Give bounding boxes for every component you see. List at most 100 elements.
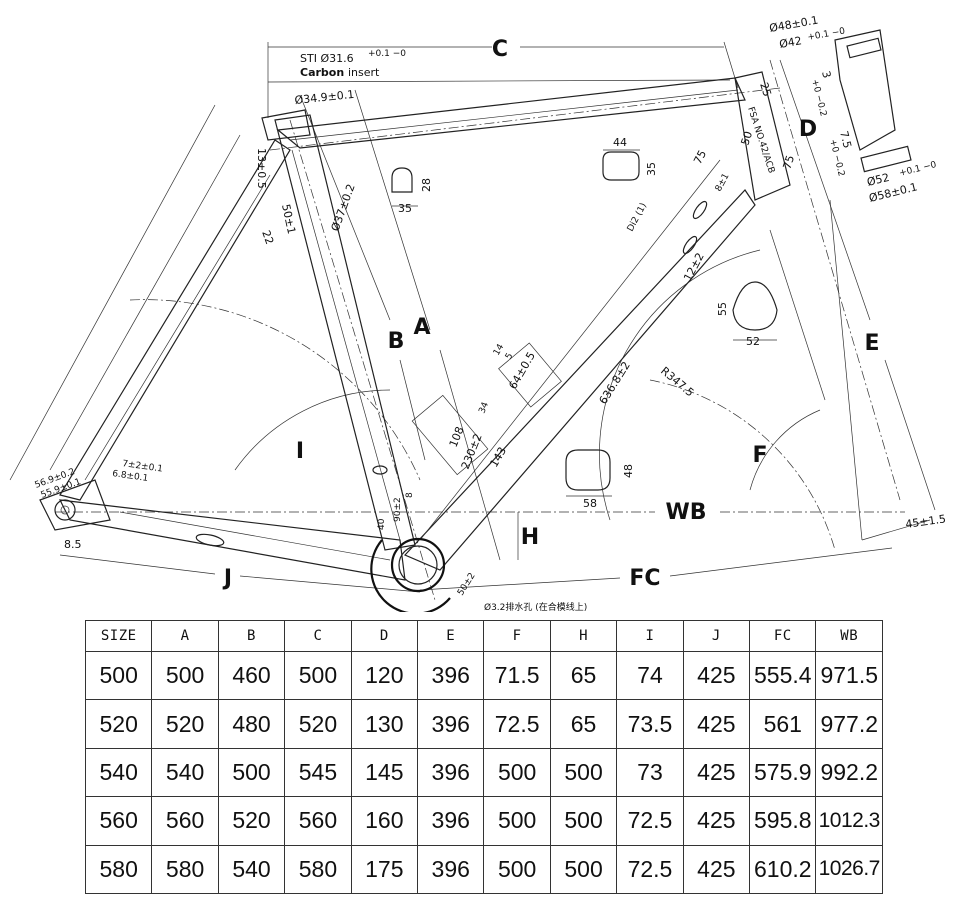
- seat-clamp-diameter: Ø34.9±0.1: [294, 88, 355, 107]
- table-cell-size: 500: [84, 650, 153, 701]
- table-cell-size: 580: [84, 844, 153, 895]
- table-cell-wb: 1012.3: [815, 796, 883, 846]
- table-cell-fc: 595.8: [749, 796, 817, 846]
- cable-port-dim2: 8±1: [714, 172, 732, 193]
- label-F: F: [752, 443, 767, 468]
- bb-50: 50±2: [456, 571, 478, 597]
- chain-section-height: 48: [622, 464, 635, 478]
- sti-tolerance: +0.1 −0: [368, 49, 406, 59]
- table-cell-d: 120: [350, 650, 419, 701]
- table-cell-f: 500: [483, 747, 551, 798]
- table-cell-wb: 1026.7: [815, 844, 883, 895]
- head-75b: 75: [780, 154, 797, 171]
- table-cell-b: 500: [217, 747, 286, 798]
- table-cell-i: 72.5: [616, 844, 684, 895]
- head-bottom-inner-tol: +0.1 −0: [898, 160, 938, 179]
- table-cell-size: 540: [84, 747, 153, 798]
- table-cell-b: 540: [217, 844, 286, 895]
- table-cell-h: 500: [549, 796, 618, 846]
- tt-section-width: 35: [398, 202, 412, 215]
- table-cell-wb: 992.2: [815, 747, 883, 798]
- table-cell-a: 520: [151, 699, 219, 749]
- table-cell-h: 65: [549, 699, 618, 749]
- table-cell-j: 425: [682, 844, 751, 895]
- table-cell-e: 396: [417, 747, 485, 798]
- table-cell-c: 560: [284, 796, 352, 846]
- tt-section-height: 28: [420, 178, 433, 192]
- label-D: D: [799, 117, 817, 142]
- angle-arcs: [129, 249, 836, 551]
- table-cell-i: 73.5: [616, 699, 684, 749]
- table-cell-d: 175: [350, 844, 419, 895]
- table-cell-c: 500: [284, 650, 352, 701]
- seat-tube-length: 50±1: [279, 203, 298, 235]
- dropout-68: 6.8±0.1: [112, 469, 149, 484]
- table-cell-e: 396: [417, 650, 485, 701]
- table-cell-wb: 977.2: [815, 699, 883, 749]
- dt-section-height: 35: [645, 162, 658, 176]
- bb-drain-note: Ø3.2排水孔 (在合模线上): [484, 601, 587, 612]
- col-header-b: B: [217, 620, 286, 652]
- st-port-108: 108: [447, 425, 467, 449]
- table-cell-b: 480: [217, 699, 286, 749]
- st-port-143: 143: [487, 445, 509, 470]
- table-cell-b: 460: [217, 650, 286, 701]
- di2-label: Di2 (1): [626, 202, 649, 234]
- table-cell-a: 580: [151, 844, 219, 895]
- col-header-a: A: [151, 620, 219, 652]
- col-header-e: E: [417, 620, 485, 652]
- head-top-length: 3: [819, 70, 833, 80]
- head-bottom-inner: Ø52: [866, 171, 891, 189]
- table-cell-size: 520: [84, 699, 153, 749]
- tube-sections: [391, 149, 778, 497]
- table-cell-size: 560: [84, 796, 153, 846]
- sti-label: STI Ø31.6: [300, 52, 354, 65]
- head-top-length-tol: +0 −0.2: [809, 78, 828, 117]
- table-cell-a: 560: [151, 796, 219, 846]
- table-cell-e: 396: [417, 796, 485, 846]
- head-top-inner: Ø42: [778, 34, 803, 51]
- label-A: A: [413, 315, 430, 340]
- table-cell-f: 500: [483, 796, 551, 846]
- table-cell-f: 72.5: [483, 699, 551, 749]
- table-cell-i: 73: [616, 747, 684, 798]
- dt-port-5: 5: [504, 352, 516, 362]
- frame-tubes: [39, 29, 912, 612]
- cable-port-dim: 12±2: [681, 251, 707, 284]
- table-cell-j: 425: [682, 699, 751, 749]
- table-cell-e: 396: [417, 699, 485, 749]
- table-cell-fc: 575.9: [749, 747, 817, 798]
- bb-90: 90±2: [393, 497, 403, 522]
- col-header-fc: FC: [749, 620, 817, 652]
- bb-40: 40: [377, 518, 387, 530]
- table-cell-j: 425: [682, 650, 751, 701]
- dt-section-width: 44: [613, 136, 627, 149]
- col-header-c: C: [284, 620, 352, 652]
- geometry-letters: C D A B E I F WB H FC J: [222, 37, 880, 591]
- col-header-d: D: [350, 620, 419, 652]
- table-cell-fc: 555.4: [749, 650, 817, 701]
- carbon-insert-bold: Carbon: [300, 66, 344, 79]
- table-cell-wb: 971.5: [815, 650, 883, 701]
- bb-8: 8: [405, 492, 415, 498]
- col-header-j: J: [682, 620, 751, 652]
- table-cell-d: 160: [350, 796, 419, 846]
- table-cell-i: 72.5: [616, 796, 684, 846]
- dimension-lines: [9, 41, 936, 601]
- table-cell-c: 545: [284, 747, 352, 798]
- bb-area-52: 52: [746, 335, 760, 348]
- label-WB: WB: [665, 500, 706, 525]
- label-C: C: [492, 37, 508, 62]
- chain-section-width: 58: [583, 497, 597, 510]
- table-cell-d: 130: [350, 699, 419, 749]
- fork-45: 45±1.5: [905, 512, 947, 531]
- table-cell-j: 425: [682, 796, 751, 846]
- label-FC: FC: [629, 566, 660, 591]
- table-cell-d: 145: [350, 747, 419, 798]
